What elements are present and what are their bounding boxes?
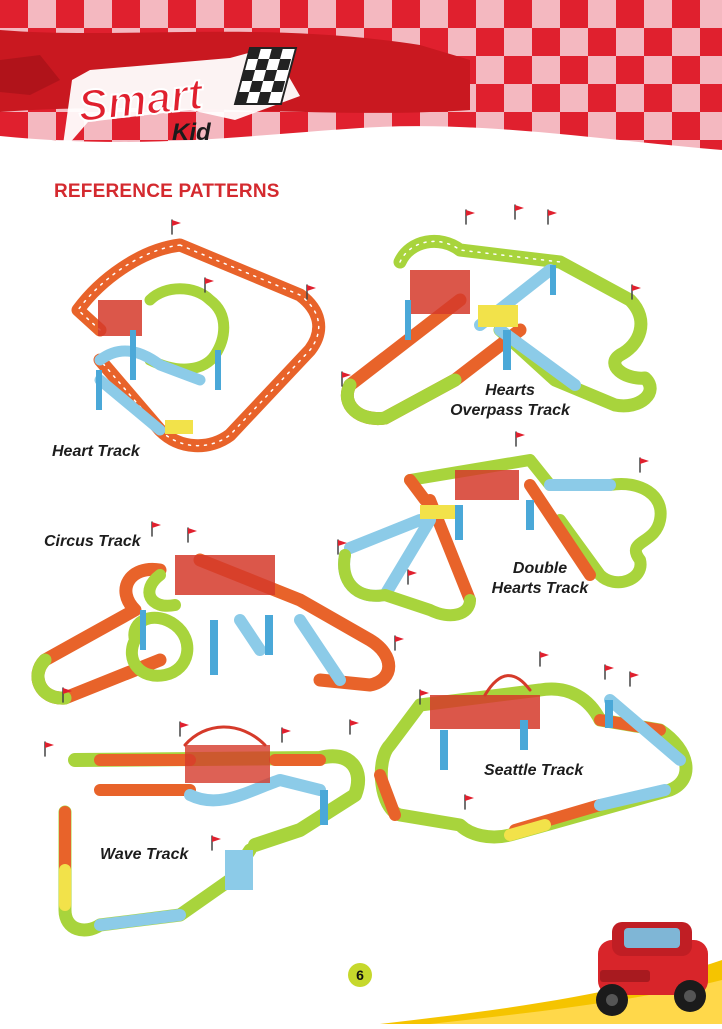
pattern-label-seattle-track: Seattle Track [484,761,583,781]
pattern-label-hearts-overpass-track: Hearts Overpass Track [445,381,575,421]
page-header: Smart Kid [0,0,722,165]
wave-track-illustration [44,719,366,937]
heart-track-illustration [71,219,326,453]
pattern-label-line: Hearts Track [491,580,589,597]
pattern-label-line: Circus Track [44,533,141,550]
pattern-label-line: Heart Track [52,443,140,460]
seattle-track-illustration [374,651,693,844]
pattern-label-line: Wave Track [100,846,189,863]
pattern-label-double-hearts-track: Double Hearts Track [488,559,592,599]
footer-decoration [380,922,722,1024]
red-toy-car-image [596,922,708,1016]
page-number-badge: 6 [348,963,372,987]
pattern-label-wave-track: Wave Track [100,845,188,865]
pattern-label-line: Hearts [485,382,535,399]
pattern-label-line: Double [512,560,568,577]
double-hearts-track-illustration [337,431,667,622]
checkered-header-banner: Smart Kid [0,0,722,152]
brand-word-kid: Kid [172,119,212,146]
pattern-label-line: Overpass Track [450,402,570,419]
page-footer [0,900,722,1024]
circus-track-illustration [31,521,405,705]
pattern-label-heart-track: Heart Track [52,442,140,462]
brand-logo: Smart Kid [62,47,300,152]
pattern-label-line: Seattle Track [484,762,584,779]
pattern-label-circus-track: Circus Track [44,532,141,552]
page-title: REFERENCE PATTERNS [54,181,280,202]
hearts-overpass-track-illustration [341,204,657,426]
